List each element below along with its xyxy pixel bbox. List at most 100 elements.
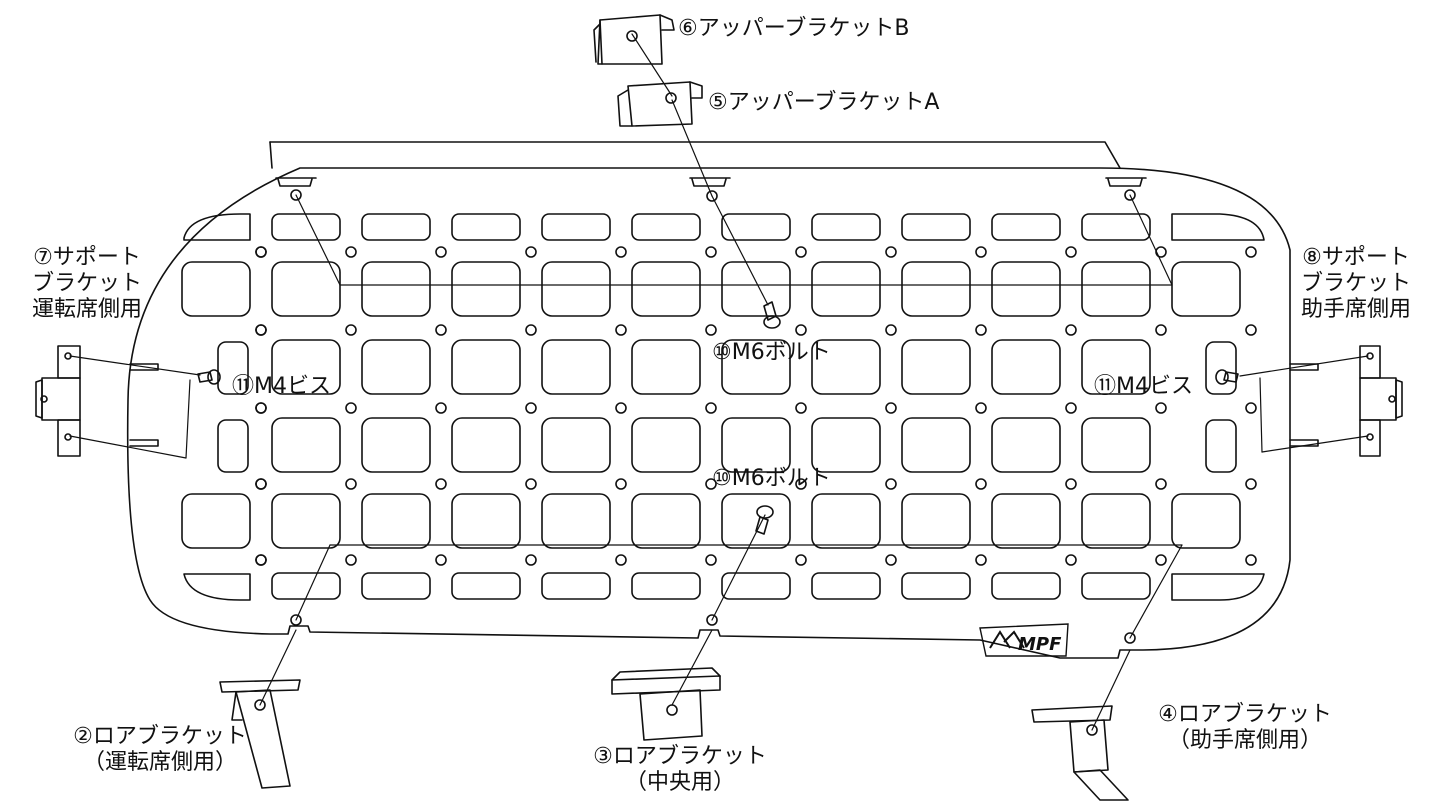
grid-corner-cutout [183, 213, 251, 241]
grid-hole [435, 246, 447, 258]
grid-cutout [361, 213, 431, 241]
lower-bracket-center [611, 667, 721, 741]
grid-hole [1155, 478, 1167, 490]
grid-cutout [271, 261, 341, 317]
grid-hole [1245, 246, 1257, 258]
grid-hole [255, 554, 267, 566]
leader-lines [69, 33, 1369, 731]
label-m6-bolt-upper: ⑩M6ボルト [712, 340, 831, 365]
grid-cutout [901, 339, 971, 395]
grid-cutout [1205, 419, 1237, 473]
grid-cutout [721, 261, 791, 317]
label-lower-bracket-left: ②ロアブラケット （運転席側用） [73, 724, 247, 775]
grid-hole [255, 324, 267, 336]
grid-hole [615, 478, 627, 490]
m4-screw-right [1215, 369, 1239, 385]
upper-bracket-b [593, 14, 675, 65]
grid-cutout [1081, 261, 1151, 317]
grid-cutout [631, 417, 701, 473]
label-lower-bracket-center: ③ロアブラケット （中央用） [593, 744, 767, 795]
grid-cutout [1081, 493, 1151, 549]
grid-hole [885, 324, 897, 336]
grid-cutout [631, 261, 701, 317]
label-lower-bracket-right: ④ロアブラケット （助手席側用） [1158, 702, 1332, 753]
grid-hole [435, 324, 447, 336]
m6-bolt-upper [763, 301, 781, 329]
grid-cutout [541, 417, 611, 473]
grid-hole [705, 246, 717, 258]
grid-cutout [811, 339, 881, 395]
grid-hole [1155, 402, 1167, 414]
grid-hole [885, 246, 897, 258]
grid-hole [435, 554, 447, 566]
grid-cutout [1081, 417, 1151, 473]
grid-hole [975, 554, 987, 566]
lower-bracket-left [219, 679, 301, 789]
label-m4-screw-left: ⑪M4ビス [232, 374, 331, 399]
net-grid-holes [255, 246, 1257, 566]
grid-cutout [271, 493, 341, 549]
grid-cutout [901, 261, 971, 317]
grid-cutout [271, 339, 341, 395]
grid-hole [1245, 478, 1257, 490]
grid-hole [1245, 324, 1257, 336]
grid-cutout [217, 341, 249, 395]
grid-hole [705, 478, 717, 490]
grid-cutout [1081, 213, 1151, 241]
grid-cutout [541, 261, 611, 317]
grid-cutout [271, 572, 341, 600]
grid-hole [705, 554, 717, 566]
grid-cutout [991, 261, 1061, 317]
net-panel-outline [126, 167, 1291, 659]
grid-cutout [631, 493, 701, 549]
grid-corner-cutout [1171, 573, 1265, 601]
grid-cutout [901, 572, 971, 600]
grid-cutout [721, 572, 791, 600]
grid-cutout [1171, 493, 1241, 549]
grid-hole [975, 324, 987, 336]
grid-corner-cutout [183, 573, 251, 601]
label-support-bracket-right: ⑧サポート ブラケット 助手席側用 [1300, 245, 1411, 322]
grid-cutout [541, 572, 611, 600]
grid-cutout [991, 572, 1061, 600]
svg-text:MPF: MPF [1018, 634, 1062, 655]
grid-cutout [451, 417, 521, 473]
grid-hole [1155, 246, 1167, 258]
grid-hole [885, 554, 897, 566]
grid-hole [255, 402, 267, 414]
grid-hole [1245, 402, 1257, 414]
grid-cutout [541, 339, 611, 395]
label-support-bracket-left: ⑦サポート ブラケット 運転席側用 [31, 245, 142, 322]
grid-hole [975, 402, 987, 414]
grid-cutout [991, 213, 1061, 241]
grid-hole [255, 246, 267, 258]
grid-hole [345, 478, 357, 490]
grid-cutout [361, 261, 431, 317]
grid-hole [795, 402, 807, 414]
grid-cutout [901, 493, 971, 549]
grid-hole [525, 246, 537, 258]
label-m4-screw-right: ⑪M4ビス [1094, 374, 1193, 399]
m4-screw-left [197, 369, 221, 385]
grid-cutout [991, 339, 1061, 395]
grid-hole [1155, 554, 1167, 566]
grid-hole [885, 478, 897, 490]
grid-hole [1065, 402, 1077, 414]
grid-cutout [811, 493, 881, 549]
grid-cutout [1081, 572, 1151, 600]
mpf-logo: MPF [979, 623, 1069, 657]
grid-cutout [721, 417, 791, 473]
grid-hole [345, 246, 357, 258]
grid-hole [1245, 554, 1257, 566]
grid-hole [345, 324, 357, 336]
grid-hole [795, 324, 807, 336]
grid-hole [525, 554, 537, 566]
grid-hole [615, 402, 627, 414]
grid-hole [885, 402, 897, 414]
mount-holes [290, 189, 1136, 644]
label-m6-bolt-lower: ⑩M6ボルト [712, 466, 831, 491]
grid-hole [345, 402, 357, 414]
grid-cutout [811, 417, 881, 473]
grid-cutout [811, 261, 881, 317]
